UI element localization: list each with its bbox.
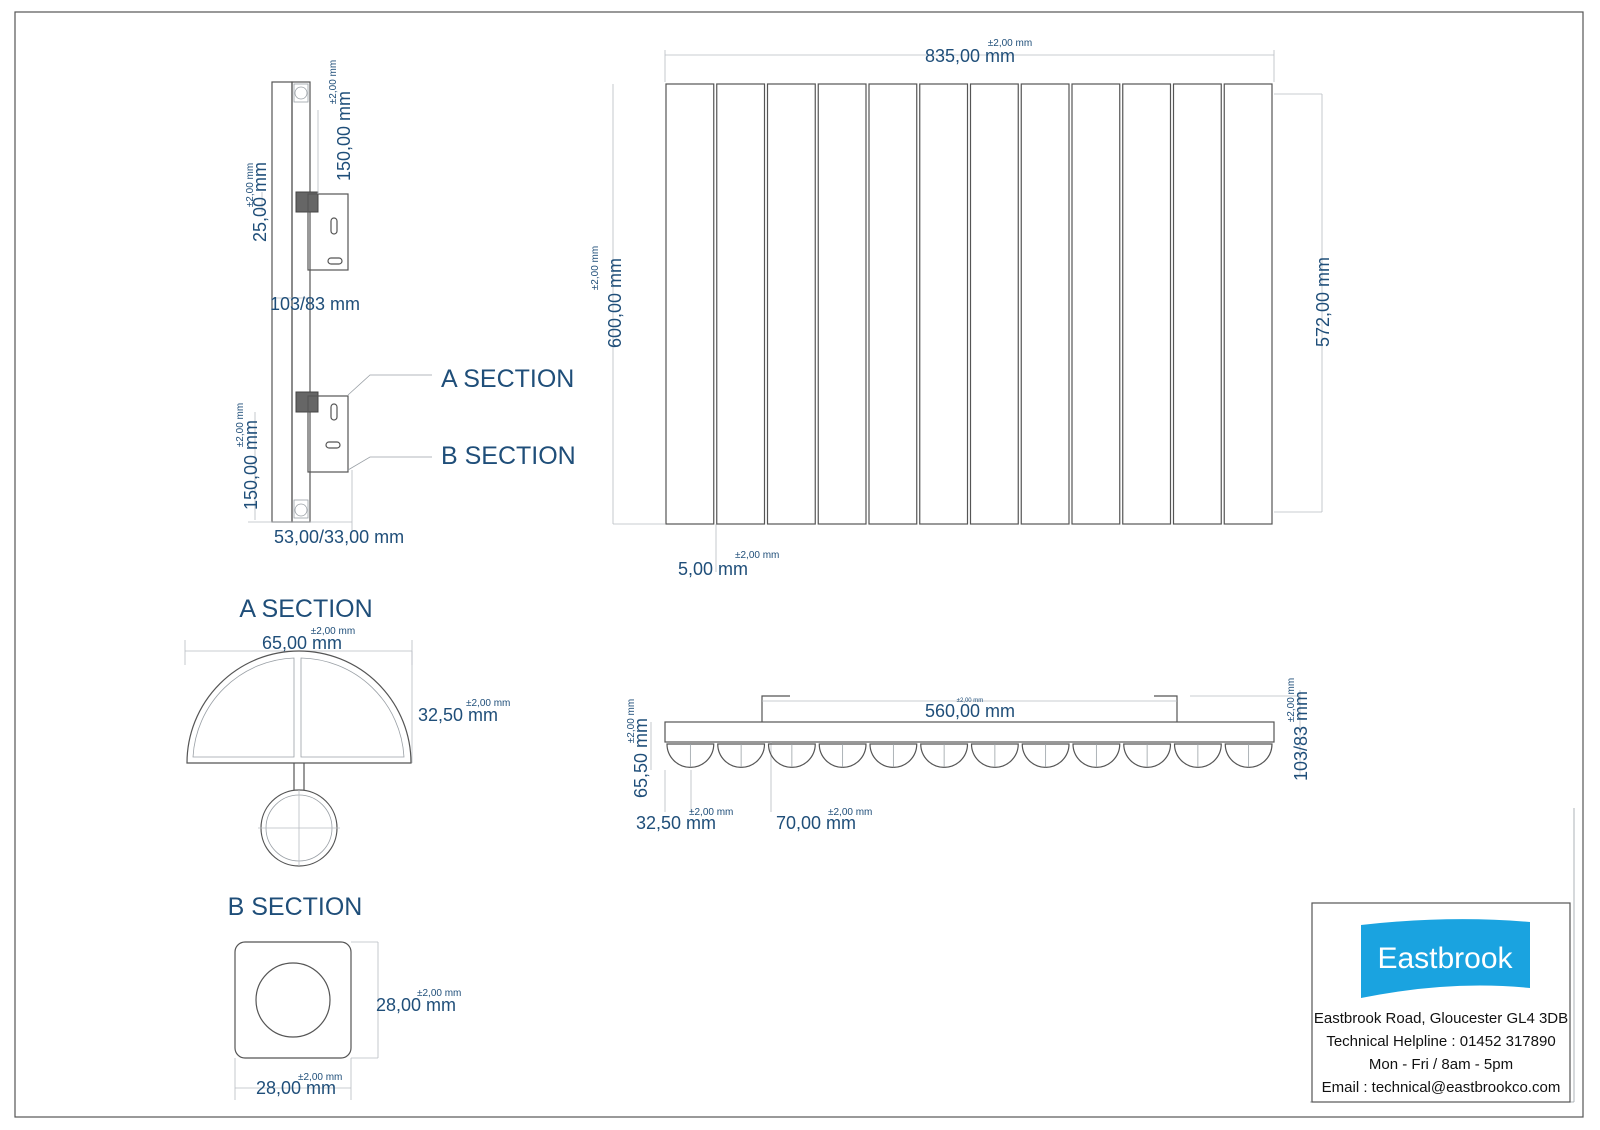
side-depth-value: 103/83 mm [270, 294, 360, 314]
title-block [1310, 808, 1575, 1103]
side-wall-distance-value: 53,00/33,00 mm [274, 527, 404, 547]
top-half-tolerance: ±2,00 mm [689, 807, 733, 818]
a-section-width-value: 65,00 mm [262, 633, 342, 653]
front-height-tolerance: ±2,00 mm [590, 246, 601, 290]
top-tube [666, 743, 715, 768]
top-tube [1173, 743, 1222, 768]
footer-helpline: Technical Helpline : 01452 317890 [1326, 1033, 1555, 1050]
side-bracket-height-value: 25,00 mm [250, 162, 270, 242]
footer-email: Email : technical@eastbrookco.com [1322, 1079, 1561, 1096]
b-section-leader [347, 456, 432, 471]
eastbrook-logo: Eastbrook [1377, 942, 1513, 975]
top-tube [970, 743, 1019, 768]
front-gap-value: 5,00 mm [678, 559, 748, 579]
top-tube [1123, 743, 1172, 768]
front-column [1020, 83, 1070, 525]
eastbrook-logo-flag [1361, 919, 1530, 998]
front-column [817, 83, 867, 525]
front-column [1223, 83, 1273, 525]
top-tube [1072, 743, 1121, 768]
b-section-height-value: 28,00 mm [376, 995, 456, 1015]
front-column [868, 83, 918, 525]
front-width-value: 835,00 mm [925, 46, 1015, 66]
top-tube [717, 743, 766, 768]
top-centres-value: 560,00 mm [925, 701, 1015, 721]
sheet-border [14, 11, 1584, 1118]
front-width-tolerance: ±2,00 mm [988, 38, 1032, 49]
side-top-spacing-tolerance: ±2,00 mm [328, 60, 339, 104]
top-tube [767, 743, 816, 768]
footer-hours: Mon - Fri / 8am - 5pm [1369, 1056, 1513, 1073]
top-tube [869, 743, 918, 768]
a-section-width-tolerance: ±2,00 mm [311, 626, 355, 637]
front-column [1071, 83, 1121, 525]
side-bracket-height-tolerance: ±2,00 mm [245, 163, 256, 207]
top-wall-depth-value: 103/83 mm [1291, 691, 1311, 781]
front-column [716, 83, 766, 525]
top-pitch-tolerance: ±2,00 mm [828, 807, 872, 818]
front-column [766, 83, 816, 525]
top-depth-value: 65,50 mm [631, 718, 651, 798]
top-tube [1021, 743, 1070, 768]
a-section-depth-tolerance: ±2,00 mm [466, 698, 510, 709]
front-gap-tolerance: ±2,00 mm [735, 550, 779, 561]
top-view [650, 690, 1301, 812]
b-section-callout: B SECTION [441, 442, 576, 470]
side-view [248, 81, 432, 530]
a-section-callout: A SECTION [441, 365, 574, 393]
front-column [1172, 83, 1222, 525]
a-section-leader [347, 374, 432, 396]
b-section-height-tolerance: ±2,00 mm [417, 988, 461, 999]
top-tube [920, 743, 969, 768]
top-half-value: 32,50 mm [636, 813, 716, 833]
side-bottom-spacing-value: 150,00 mm [241, 420, 261, 510]
front-inner-height-value: 572,00 mm [1313, 257, 1333, 347]
a-section-title: A SECTION [239, 595, 372, 623]
side-bottom-spacing-tolerance: ±2,00 mm [235, 403, 246, 447]
top-pitch-value: 70,00 mm [776, 813, 856, 833]
front-view [612, 50, 1323, 572]
b-section-width-value: 28,00 mm [256, 1078, 336, 1098]
top-centres-tolerance: ±2,00 mm [957, 698, 984, 704]
front-column [969, 83, 1019, 525]
top-tube [1224, 743, 1273, 768]
a-section-depth-value: 32,50 mm [418, 705, 498, 725]
top-depth-tolerance: ±2,00 mm [626, 699, 637, 743]
front-column [919, 83, 969, 525]
front-height-value: 600,00 mm [605, 258, 625, 348]
side-top-spacing-value: 150,00 mm [334, 91, 354, 181]
front-column [665, 83, 715, 525]
top-wall-depth-tolerance: ±2,00 mm [1286, 678, 1297, 722]
a-section-drawing [184, 640, 413, 867]
footer-address: Eastbrook Road, Gloucester GL4 3DB [1314, 1010, 1568, 1027]
b-section-drawing [234, 941, 379, 1100]
b-section-width-tolerance: ±2,00 mm [298, 1072, 342, 1083]
b-section-title: B SECTION [228, 893, 363, 921]
front-column [1122, 83, 1172, 525]
top-tube [818, 743, 867, 768]
